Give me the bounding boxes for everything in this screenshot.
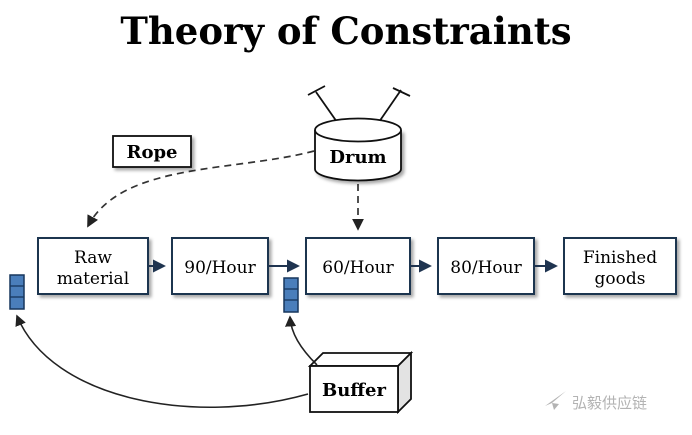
- diagram-title: Theory of Constraints: [120, 9, 571, 53]
- node-raw-material: Raw material: [37, 237, 149, 295]
- finished-goods-box: [563, 237, 677, 295]
- station-80-text: 80/Hour: [450, 258, 522, 278]
- node-station-80: 80/Hour: [437, 237, 535, 295]
- finished-goods-text-line1: Finished: [583, 248, 657, 268]
- buffer-box-top-face: [307, 352, 414, 367]
- node-station-90: 90/Hour: [171, 237, 269, 295]
- paper-plane-icon: [545, 391, 566, 410]
- rope-label-text: Rope: [126, 142, 177, 163]
- node-station-60: 60/Hour: [305, 237, 411, 295]
- drumstick-right-icon: [378, 87, 411, 123]
- station-60-text: 60/Hour: [322, 258, 394, 278]
- raw-material-text-line2: material: [57, 269, 129, 289]
- drum-cylinder-body: [314, 130, 402, 182]
- buffer-to-left-marker-connector: [15, 314, 309, 409]
- drum-label-text: Drum: [329, 147, 386, 168]
- finished-goods-text-line2: goods: [595, 269, 646, 289]
- station-90-text: 90/Hour: [184, 258, 256, 278]
- buffer-marker-left: [9, 274, 25, 310]
- drumstick-left-icon: [307, 85, 338, 123]
- node-finished-goods: Finished goods: [563, 237, 677, 295]
- process-flow: Raw material 90/Hour 60/Hour 80/Hour: [37, 237, 677, 295]
- buffer-node: Buffer: [307, 350, 414, 415]
- watermark-text: 弘毅供应链: [572, 394, 647, 412]
- buffer-marker-middle: [283, 277, 299, 313]
- station-80-box: [437, 237, 535, 295]
- rope-box: [112, 135, 192, 168]
- buffer-label-text: Buffer: [322, 380, 387, 401]
- drum-node: Drum: [307, 85, 411, 182]
- buffer-box-front-face: [309, 365, 399, 413]
- watermark: 弘毅供应链: [545, 391, 647, 412]
- raw-material-text-line1: Raw: [74, 248, 112, 268]
- rope-label: Rope: [112, 135, 192, 168]
- buffer-to-middle-marker-connector: [285, 315, 318, 366]
- buffer-marker-left-block: [9, 274, 25, 310]
- drum-cylinder-top: [314, 117, 402, 143]
- rope-dashed-connector: [87, 150, 315, 228]
- buffer-marker-middle-block: [283, 277, 299, 313]
